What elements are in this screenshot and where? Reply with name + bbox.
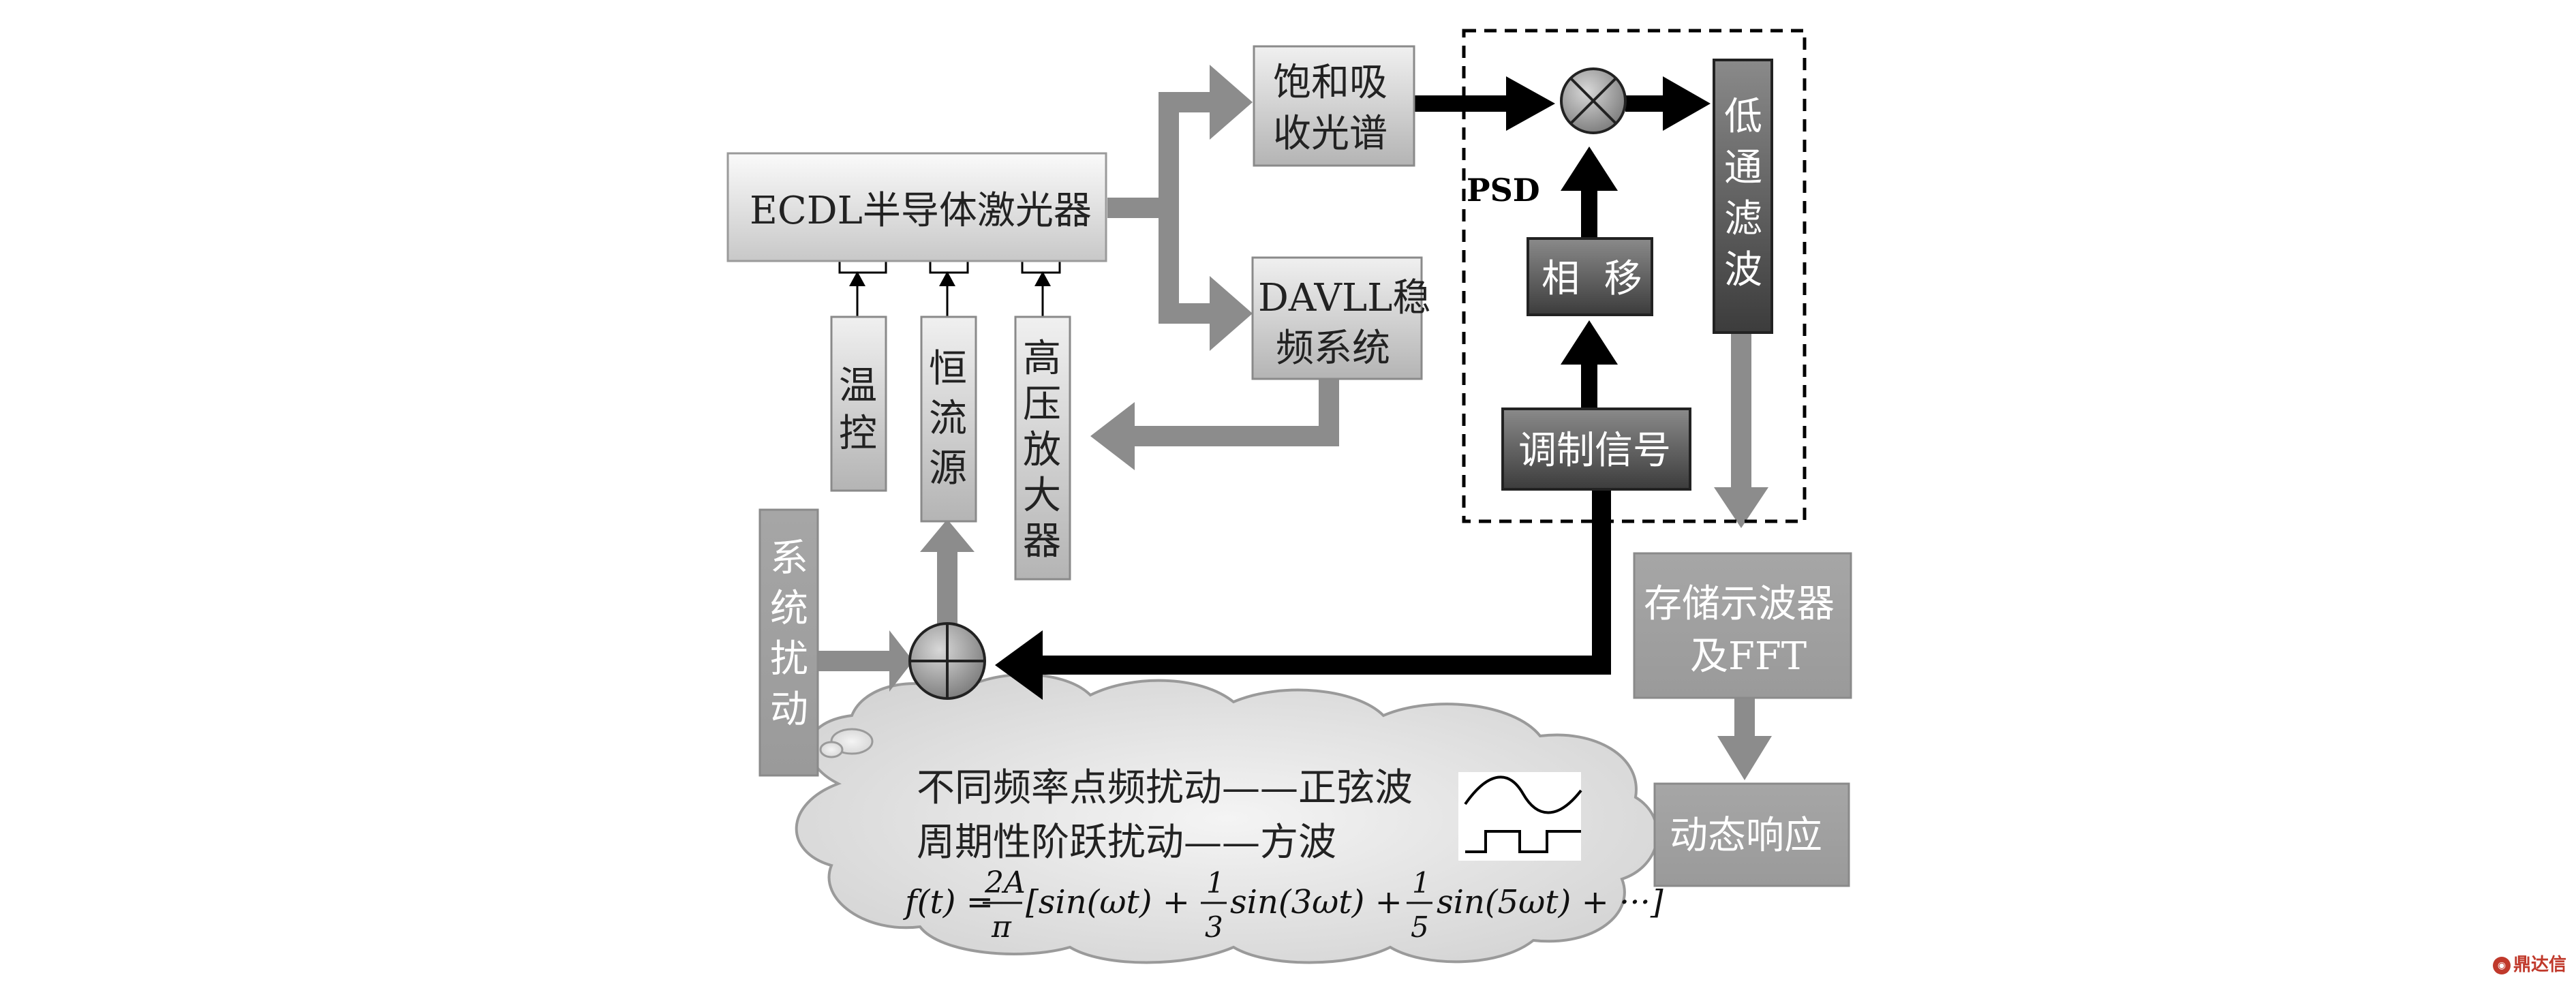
svg-text:1: 1 xyxy=(1412,866,1430,900)
lowpass-filter-box xyxy=(1713,59,1773,334)
lowpass-line-1: 低 xyxy=(1724,95,1762,139)
system-perturbation-line-2: 统 xyxy=(770,587,808,631)
constant-current-box xyxy=(920,316,977,523)
svg-text:sin(3ωt) +: sin(3ωt) + xyxy=(1230,883,1402,921)
summing-junction xyxy=(908,622,986,700)
arrow-davll-feedback-head xyxy=(1090,402,1135,470)
hv-amplifier-line-3: 放 xyxy=(1023,428,1061,472)
saturated-absorption-box xyxy=(1253,45,1415,167)
svg-text:5: 5 xyxy=(1411,910,1429,944)
arrow-mod-to-sum-head xyxy=(995,630,1043,700)
davll-line-1: DAVLL稳 xyxy=(1258,276,1430,320)
ecdl-laser-label: ECDL半导体激光器 xyxy=(750,189,1092,233)
arrow-perturb-head xyxy=(889,630,913,692)
fourier-formula: f(t) = 2A π [sin(ωt) + 1 3 sin(3ωt) + 1 … xyxy=(903,865,1663,944)
multiplier-junction xyxy=(1560,67,1627,134)
temp-control-line-1: 温 xyxy=(839,364,877,408)
hv-amplifier-line-4: 大 xyxy=(1023,474,1061,518)
hv-amplifier-line-1: 高 xyxy=(1023,337,1061,381)
arrow-phase-to-mixer-head xyxy=(1561,147,1618,191)
cloud-line-1: 不同频率点频扰动——正弦波 xyxy=(917,766,1413,810)
system-perturbation-line-3: 扰 xyxy=(770,637,808,681)
svg-text:1: 1 xyxy=(1206,866,1225,900)
saturated-absorption-line-2: 收光谱 xyxy=(1273,112,1387,156)
waveform-icon xyxy=(1458,772,1582,861)
constant-current-line-1: 恒 xyxy=(929,347,967,391)
lowpass-line-2: 通 xyxy=(1724,146,1762,190)
arrow-lpf-to-scope xyxy=(1731,334,1751,491)
system-perturbation-line-1: 系 xyxy=(770,536,808,581)
oscilloscope-line-1: 存储示波器 xyxy=(1644,582,1835,626)
arrow-sum-to-current xyxy=(937,549,957,630)
arrow-to-sas-shaft xyxy=(1159,92,1213,112)
arrow-scope-to-dyn-head xyxy=(1717,736,1772,780)
saturated-absorption-line-1: 饱和吸 xyxy=(1273,61,1387,105)
watermark: ◉鼎达信 xyxy=(2492,951,2566,976)
constant-current-line-2: 流 xyxy=(929,397,967,441)
arrow-scope-to-dyn xyxy=(1734,698,1755,739)
temp-control-line-2: 控 xyxy=(839,412,877,456)
svg-text:3: 3 xyxy=(1205,910,1223,944)
hv-amplifier-line-2: 压 xyxy=(1023,382,1061,427)
arrow-to-sas-head xyxy=(1210,65,1253,140)
arrow-davll-feedback-left xyxy=(1131,426,1339,446)
modulation-signal-box xyxy=(1501,408,1691,491)
svg-text:sin(5ωt) + ···]: sin(5ωt) + ···] xyxy=(1437,883,1663,921)
svg-text:π: π xyxy=(991,910,1012,944)
phase-shift-label: 相 移 xyxy=(1542,257,1642,301)
oscilloscope-line-2: 及FFT xyxy=(1690,634,1807,679)
svg-text:2A: 2A xyxy=(984,865,1026,900)
ecdl-laser-box xyxy=(726,152,1107,262)
arrow-to-davll-head xyxy=(1210,276,1253,351)
arrow-mod-to-phase-head xyxy=(1561,320,1618,365)
arrow-mod-left xyxy=(1036,656,1611,675)
arrow-sum-to-current-head xyxy=(920,519,975,552)
svg-text:f(t) =: f(t) = xyxy=(903,883,994,921)
dynamic-response-label: 动态响应 xyxy=(1670,814,1822,858)
arrow-splitter xyxy=(1159,92,1179,324)
svg-text:[sin(ωt) +: [sin(ωt) + xyxy=(1026,883,1190,921)
watermark-logo-icon: ◉ xyxy=(2492,956,2511,974)
lowpass-line-3: 滤 xyxy=(1724,197,1762,241)
hv-amplifier-box xyxy=(1014,316,1071,581)
oscilloscope-fft-box xyxy=(1633,552,1852,699)
modulation-signal-label: 调制信号 xyxy=(1518,429,1671,473)
phase-shift-box xyxy=(1527,237,1653,316)
watermark-text: 鼎达信 xyxy=(2513,955,2566,975)
temp-control-box xyxy=(830,316,887,492)
davll-line-2: 频系统 xyxy=(1276,326,1390,371)
constant-current-line-3: 源 xyxy=(929,446,967,491)
system-perturbation-box xyxy=(758,508,819,777)
arrow-sas-to-mixer-head xyxy=(1506,76,1555,131)
lowpass-line-4: 波 xyxy=(1724,248,1762,292)
arrow-to-davll-shaft xyxy=(1159,303,1213,324)
arrow-lpf-to-scope-head xyxy=(1714,487,1768,528)
psd-label: PSD xyxy=(1467,172,1540,209)
dynamic-response-box xyxy=(1653,782,1850,887)
cloud-line-2: 周期性阶跃扰动——方波 xyxy=(917,820,1336,865)
psd-region xyxy=(1462,29,1807,523)
system-perturbation-line-4: 动 xyxy=(770,688,808,732)
hv-amplifier-line-5: 器 xyxy=(1023,519,1061,564)
arrow-mixer-to-lpf-head xyxy=(1663,76,1711,131)
arrow-mod-down xyxy=(1592,491,1611,675)
davll-box xyxy=(1251,256,1423,380)
laser-input-connectors xyxy=(838,261,1061,317)
arrow-perturb-to-sum xyxy=(818,651,893,671)
